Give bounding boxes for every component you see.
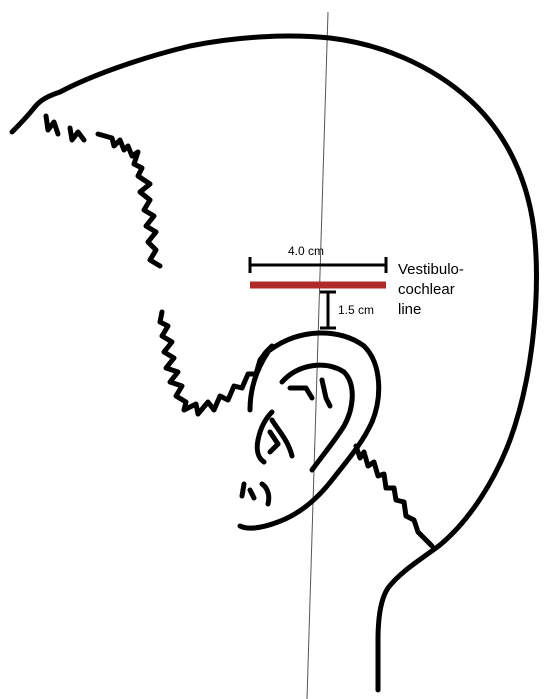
- width-measure-label: 4.0 cm: [288, 244, 324, 258]
- neck-hairline: [356, 446, 432, 546]
- line-label-part-3: line: [398, 300, 464, 320]
- height-measure-label: 1.5 cm: [338, 303, 374, 317]
- sideburn-hairline: [160, 312, 272, 414]
- vertical-reference-line: [307, 12, 328, 699]
- ear-concha: [257, 412, 292, 462]
- width-measure-bar: [250, 257, 386, 273]
- forehead-hairline: [46, 116, 160, 266]
- line-label-part-2: cochlear: [398, 280, 464, 300]
- line-label-part-1: Vestibulo-: [398, 260, 464, 280]
- ear-lobe: [242, 484, 269, 504]
- height-measure-bar: [320, 292, 336, 328]
- head-outline: [12, 36, 536, 690]
- vestibulocochlear-line-label: Vestibulo- cochlear line: [398, 260, 464, 320]
